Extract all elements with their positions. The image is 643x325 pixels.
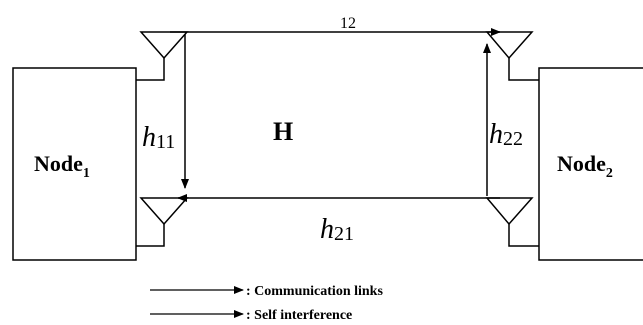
node-1-label: Node1 bbox=[34, 151, 90, 181]
legend-self-interference-text: : Self interference bbox=[246, 308, 352, 323]
link-h12-label: 12 bbox=[340, 15, 356, 32]
link-h21-label: h21 bbox=[320, 214, 354, 245]
legend-communication-text: : Communication links bbox=[246, 284, 383, 299]
self-interference-h11-label: h11 bbox=[142, 122, 175, 153]
node-1-box bbox=[12, 67, 137, 261]
node-2-box bbox=[538, 67, 643, 261]
node-2: Node2 bbox=[538, 67, 643, 261]
channel-matrix-label: H bbox=[273, 117, 293, 146]
antenna-node2-top bbox=[485, 31, 539, 81]
node-1: Node1 bbox=[12, 67, 137, 261]
node-2-label: Node2 bbox=[557, 151, 613, 181]
self-interference-h22-label: h22 bbox=[489, 119, 523, 150]
legend: : Communication links : Self interferenc… bbox=[150, 284, 383, 323]
antenna-node2-bottom bbox=[485, 197, 539, 247]
antenna-node1-bottom bbox=[136, 197, 189, 247]
antenna-node1-top bbox=[136, 31, 189, 81]
